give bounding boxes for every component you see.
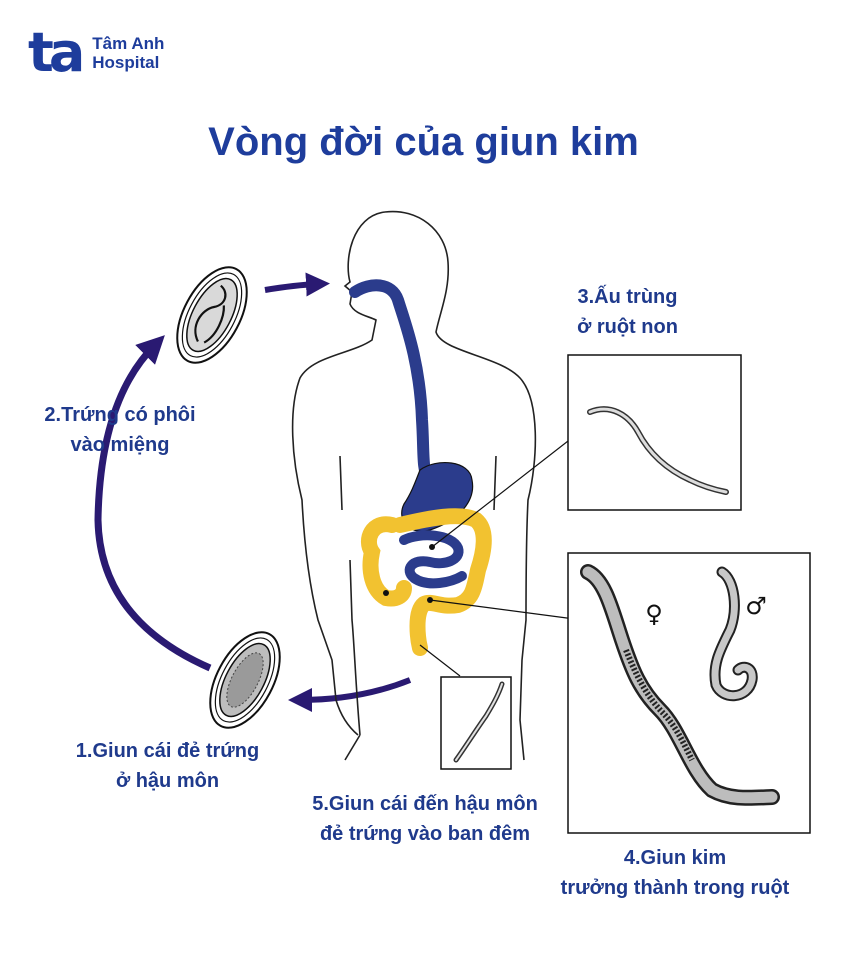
- stage-2-line2: vào miệng: [70, 434, 170, 456]
- human-body-outline: [291, 210, 537, 761]
- small-intestine: [399, 530, 467, 589]
- stage-4-label: 4.Giun kim trưởng thành trong ruột: [520, 843, 830, 903]
- stage-3-line1: 3.Ấu trùng: [577, 286, 678, 308]
- stage-1-label: 1.Giun cái đẻ trứng ở hậu môn: [55, 736, 280, 796]
- leader-line-adult: [429, 599, 583, 621]
- egg-embryonated: [176, 266, 248, 364]
- stage-2-line1: 2.Trứng có phôi: [44, 404, 196, 426]
- large-intestine: [360, 508, 492, 656]
- stage-4-line2: trưởng thành trong ruột: [560, 877, 790, 899]
- arrow-egg-to-egg: [94, 335, 212, 672]
- stage-3-label: 3.Ấu trùng ở ruột non: [540, 282, 715, 342]
- stage-1-line1: 1.Giun cái đẻ trứng: [75, 740, 260, 762]
- hospital-logo: ta Tâm Anh Hospital: [28, 21, 164, 84]
- logo-mark: ta: [28, 21, 85, 84]
- stage-5-line1: 5.Giun cái đến hậu môn: [312, 793, 538, 815]
- logo-line2: Hospital: [92, 53, 160, 72]
- arrow-egg-to-mouth: [264, 272, 330, 297]
- female-symbol: ♀: [645, 600, 663, 628]
- egg-laid: [209, 631, 281, 729]
- stage-1-line2: ở hậu môn: [115, 770, 220, 792]
- intestine-point-dot: [383, 590, 389, 596]
- logo-text: Tâm Anh Hospital: [92, 34, 164, 72]
- stage-3-line2: ở ruột non: [577, 316, 678, 338]
- page-title: Vòng đời của giun kim: [208, 120, 639, 164]
- stage-2-label: 2.Trứng có phôi vào miệng: [20, 400, 220, 460]
- stage-5-line2: đẻ trứng vào ban đêm: [319, 823, 531, 845]
- digestive-tract: [349, 279, 474, 532]
- male-symbol: ♂: [745, 592, 767, 620]
- leader-line-anus: [419, 644, 461, 677]
- arrow-anus-to-egg: [288, 677, 412, 712]
- stage-5-label: 5.Giun cái đến hậu môn đẻ trứng vào ban …: [275, 789, 575, 849]
- larva-box: [567, 354, 742, 511]
- logo-line1: Tâm Anh: [92, 34, 165, 53]
- stage-4-line1: 4.Giun kim: [623, 847, 727, 869]
